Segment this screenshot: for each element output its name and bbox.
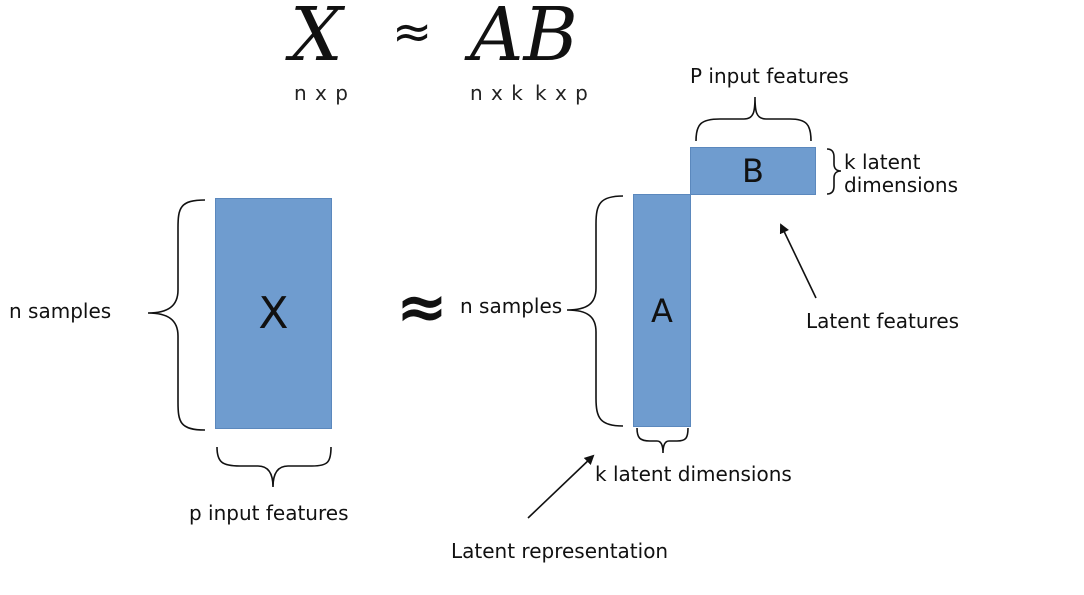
matrix-x-cols-label: p input features <box>189 501 349 525</box>
matrix-b-rows-label-line1: k latent <box>844 150 921 174</box>
brace-b-rows <box>826 148 842 195</box>
dim-label-x: n x p <box>294 81 349 105</box>
matrix-b-letter: B <box>742 152 764 190</box>
matrix-a: A <box>633 194 691 427</box>
latent-features-label: Latent features <box>806 309 960 333</box>
arrow-latent-features <box>779 223 817 299</box>
brace-a-cols <box>636 427 689 454</box>
latent-representation-label: Latent representation <box>451 539 669 563</box>
matrix-b: B <box>690 147 816 195</box>
matrix-a-rows-label: n samples <box>460 294 563 318</box>
dim-label-b: k x p <box>535 81 589 105</box>
matrix-b-cols-label: P input features <box>690 64 849 88</box>
dim-label-a: n x k <box>470 81 524 105</box>
matrix-b-rows-label-line2: dimensions <box>844 173 959 197</box>
equation-rhs: AB <box>470 0 578 78</box>
matrix-x: X <box>215 198 332 429</box>
matrix-x-rows-label: n samples <box>9 299 112 323</box>
matrix-a-letter: A <box>651 291 673 330</box>
arrow-latent-representation <box>527 454 595 519</box>
equation-lhs: X <box>290 0 343 78</box>
brace-b-cols <box>695 96 812 142</box>
approx-symbol: ≈ <box>396 270 448 343</box>
brace-x-rows <box>147 199 206 431</box>
matrix-a-cols-label: k latent dimensions <box>595 462 792 486</box>
brace-x-cols <box>216 446 332 488</box>
equation-approx-symbol: ≈ <box>392 4 433 60</box>
brace-a-rows <box>566 195 624 427</box>
matrix-x-letter: X <box>258 288 289 339</box>
